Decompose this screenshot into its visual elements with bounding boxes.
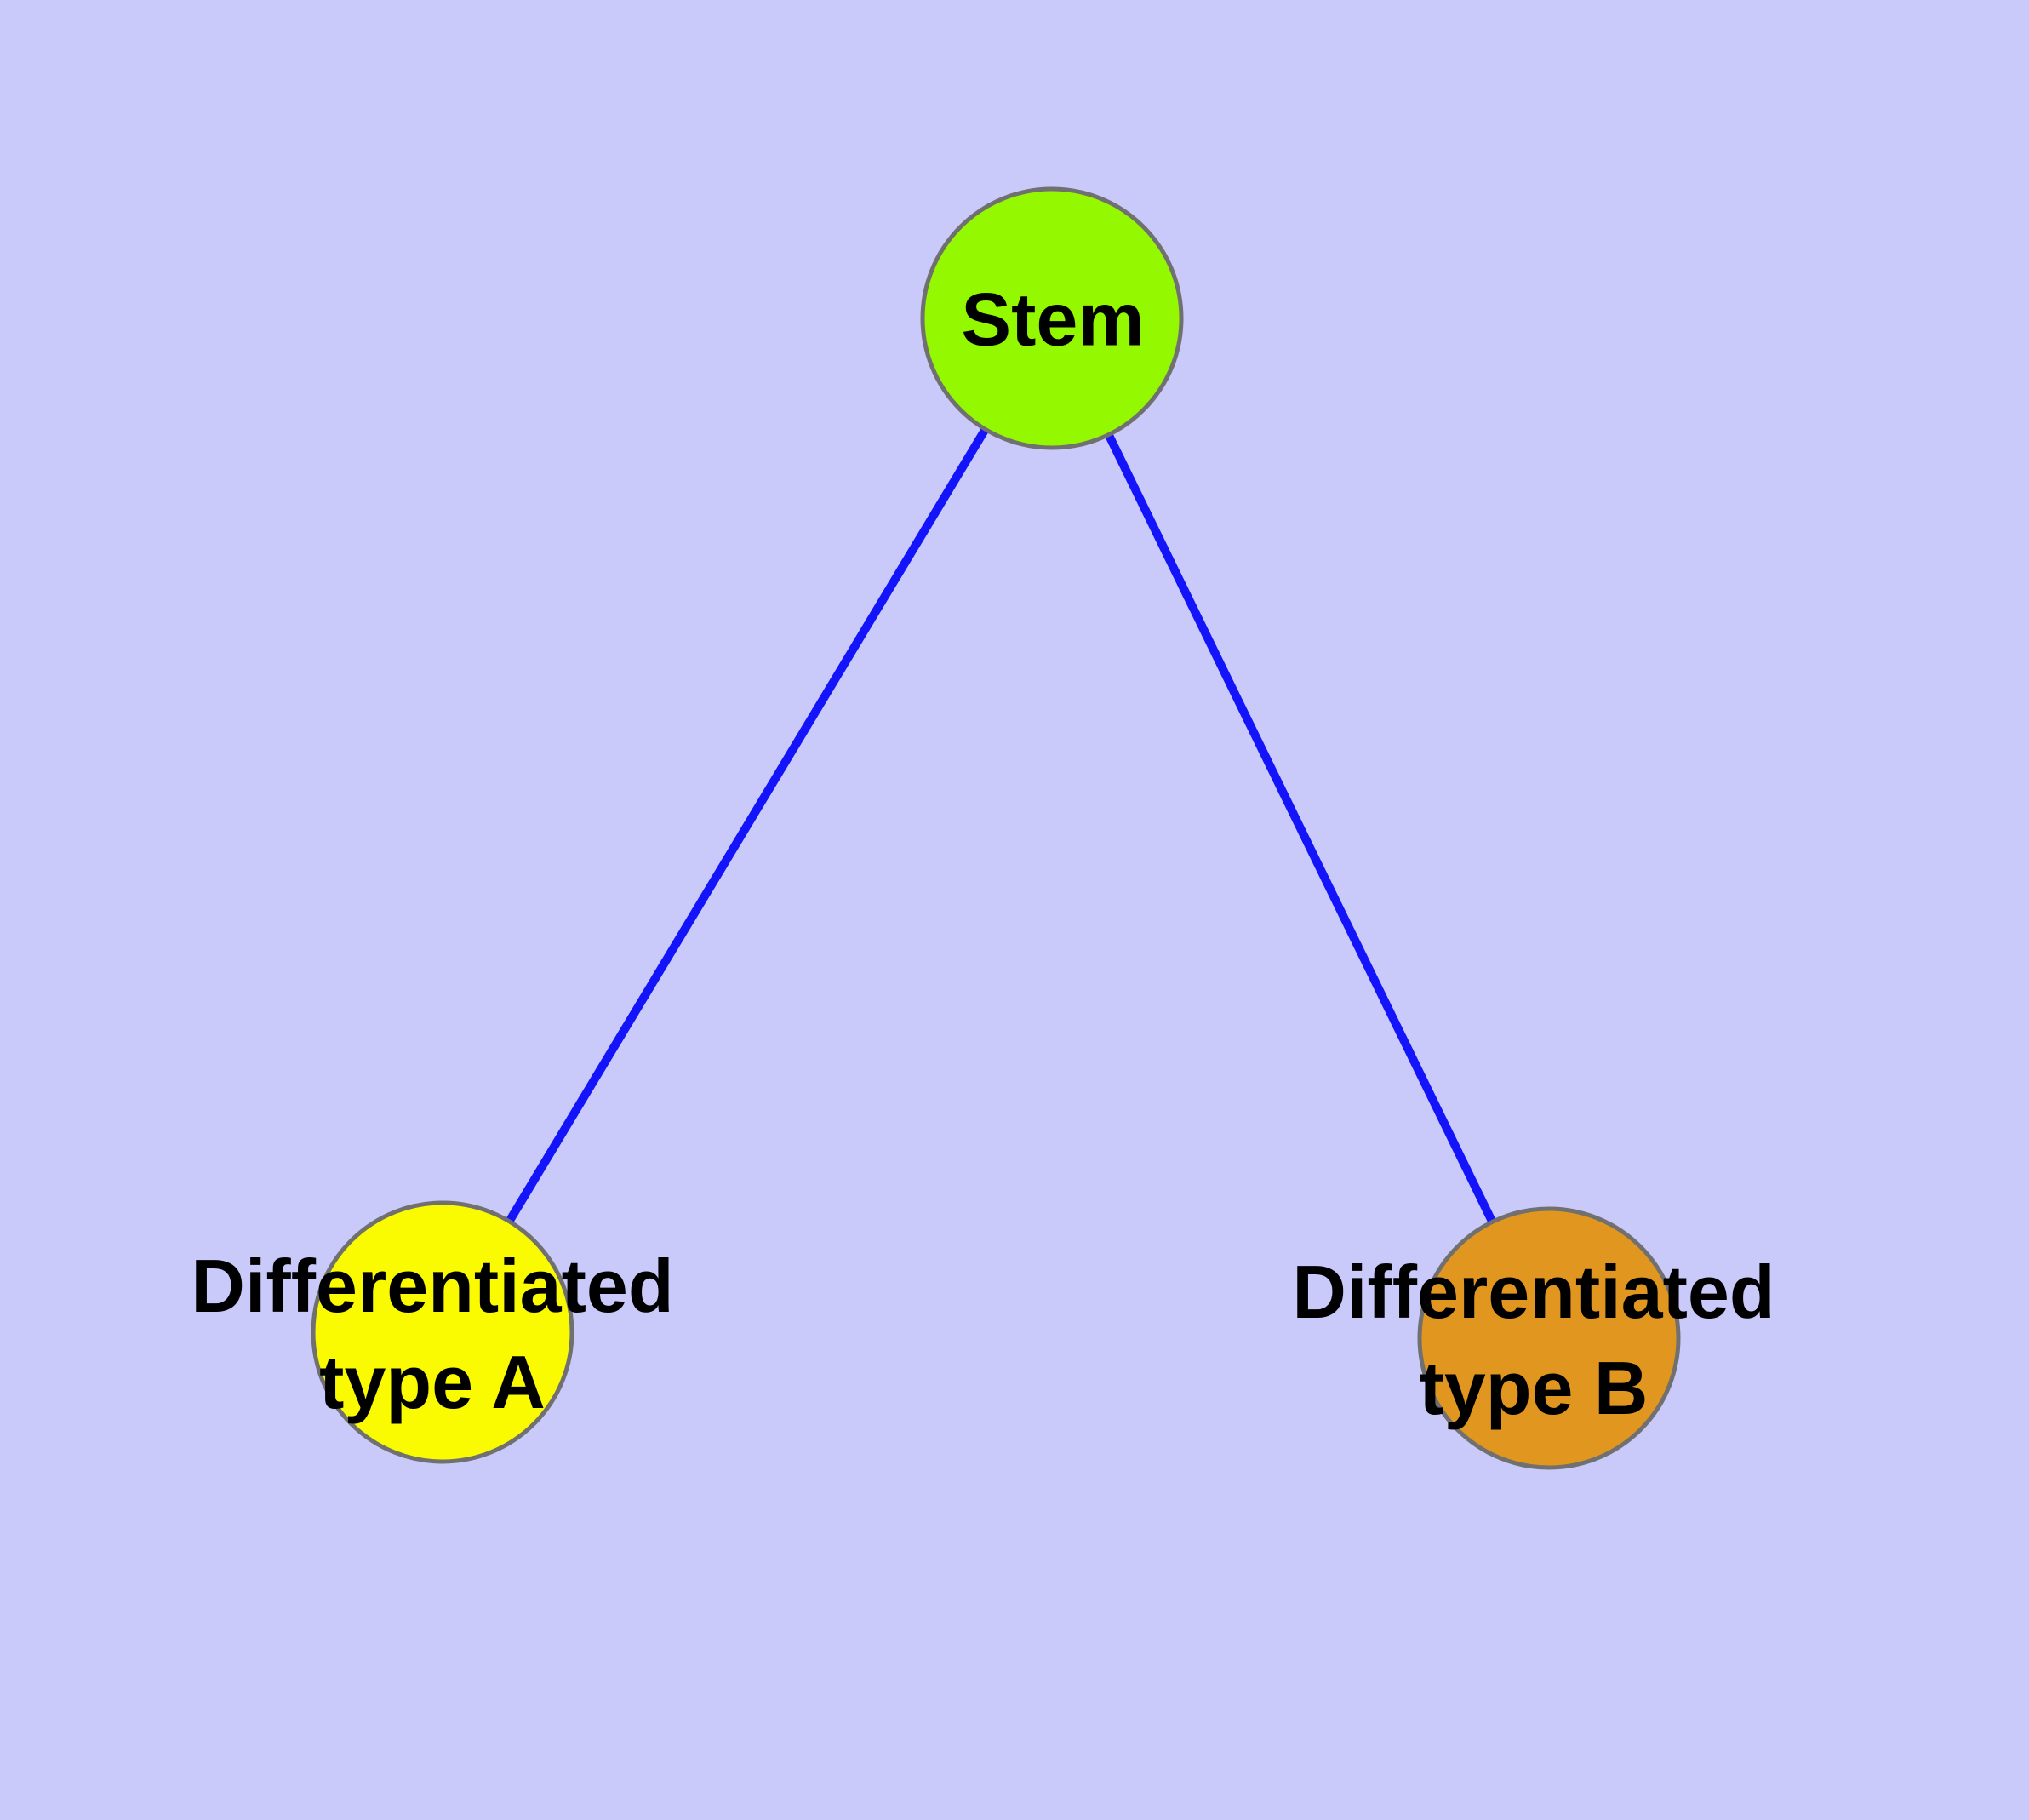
node-type-a-label-line1: Differentiated: [191, 1244, 674, 1328]
node-type-b-circle: [1417, 1206, 1681, 1470]
node-type-b-label-line2: type B: [1419, 1346, 1649, 1430]
node-type-a-label-line2: type A: [319, 1340, 546, 1424]
node-stem-circle: [920, 186, 1184, 450]
node-type-a-circle: [311, 1200, 574, 1464]
edge-stem-to-type-b: [1048, 316, 1553, 1341]
node-type-b-label-line1: Differentiated: [1292, 1250, 1775, 1334]
node-type-b-label: Differentiated type B: [1292, 1244, 1775, 1436]
node-type-a-label: Differentiated type A: [191, 1238, 673, 1430]
node-stem-label: Stem: [961, 277, 1145, 362]
edge-stem-to-type-a: [438, 316, 1056, 1335]
